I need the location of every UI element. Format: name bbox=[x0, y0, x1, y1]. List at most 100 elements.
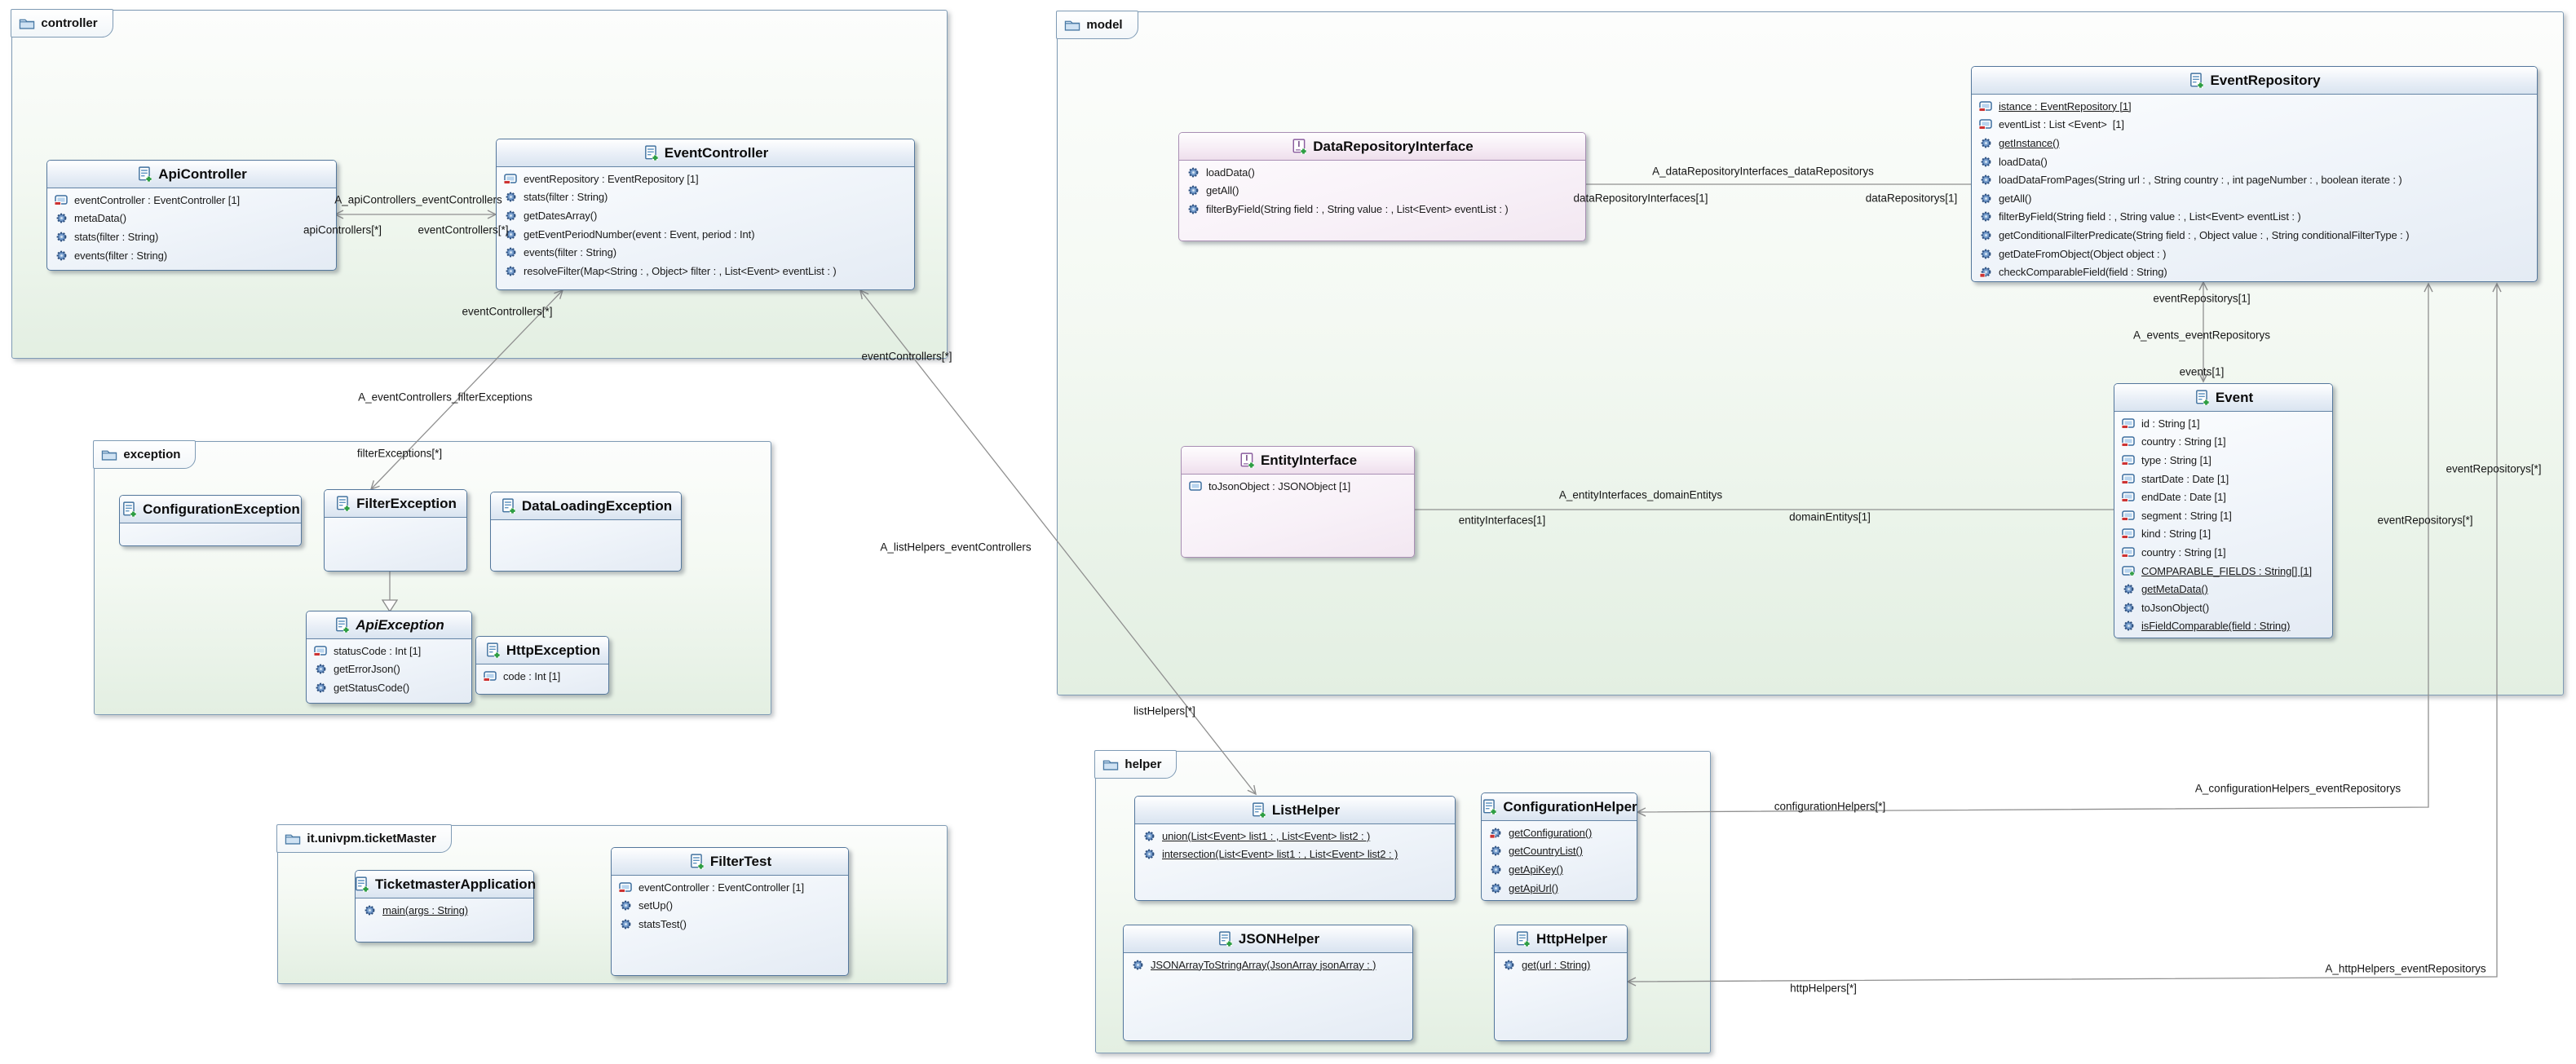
class-http-exception[interactable]: HttpException code : Int [1] bbox=[475, 636, 609, 695]
assoc-label[interactable]: A_dataRepositoryInterfaces_dataRepositor… bbox=[1652, 165, 1874, 178]
multiplicity-label[interactable]: listHelpers[*] bbox=[1133, 704, 1195, 717]
class-ticketmaster-application[interactable]: TicketmasterApplication main(args : Stri… bbox=[355, 870, 536, 943]
operation-row[interactable]: setUp() bbox=[613, 897, 846, 916]
class-event-repository[interactable]: EventRepository istance : EventRepositor… bbox=[1971, 66, 2538, 282]
operation-row[interactable]: loadData() bbox=[1181, 163, 1584, 182]
assoc-label[interactable]: A_eventControllers_filterExceptions bbox=[358, 391, 532, 404]
class-json-helper[interactable]: JSONHelper JSONArrayToStringArray(JsonAr… bbox=[1123, 925, 1413, 1041]
attribute-row[interactable]: id : String [1] bbox=[2116, 414, 2331, 433]
class-filter-exception[interactable]: FilterException bbox=[324, 489, 467, 572]
operation-row[interactable]: main(args : String) bbox=[357, 901, 532, 920]
operation-row[interactable]: getMetaData() bbox=[2116, 580, 2331, 598]
operation-row[interactable]: events(filter : String) bbox=[49, 246, 334, 265]
operation-row[interactable]: getCountryList() bbox=[1483, 842, 1635, 861]
operation-row[interactable]: get(url : String) bbox=[1496, 956, 1625, 974]
interface-entity-interface[interactable]: EntityInterface toJsonObject : JSONObjec… bbox=[1181, 446, 1415, 558]
attribute-row[interactable]: eventController : EventController [1] bbox=[49, 191, 334, 210]
multiplicity-label[interactable]: dataRepositorys[1] bbox=[1865, 192, 1958, 205]
package-tab-helper[interactable]: helper bbox=[1094, 750, 1178, 779]
operation-row[interactable]: getEventPeriodNumber(event : Event, peri… bbox=[498, 225, 912, 244]
operation-row[interactable]: checkComparableField(field : String) bbox=[1973, 263, 2535, 281]
attribute-row[interactable]: kind : String [1] bbox=[2116, 525, 2331, 544]
class-configuration-helper[interactable]: ConfigurationHelper getConfiguration() g… bbox=[1481, 792, 1637, 901]
assoc-label[interactable]: A_entityInterfaces_domainEntitys bbox=[1558, 488, 1723, 501]
public-operation-icon bbox=[2122, 583, 2136, 595]
operation-row[interactable]: getDateFromObject(Object object : ) bbox=[1973, 245, 2535, 263]
attribute-row[interactable]: endDate : Date [1] bbox=[2116, 488, 2331, 506]
attribute-row[interactable]: eventRepository : EventRepository [1] bbox=[498, 170, 912, 188]
attribute-row[interactable]: type : String [1] bbox=[2116, 451, 2331, 470]
multiplicity-label[interactable]: events[1] bbox=[2179, 365, 2225, 378]
package-tab-model[interactable]: model bbox=[1056, 11, 1138, 40]
attribute-row[interactable]: segment : String [1] bbox=[2116, 506, 2331, 525]
multiplicity-label[interactable]: domainEntitys[1] bbox=[1789, 510, 1871, 523]
operation-row[interactable]: getStatusCode() bbox=[308, 678, 470, 697]
operation-row[interactable]: events(filter : String) bbox=[498, 243, 912, 262]
class-http-helper[interactable]: HttpHelper get(url : String) bbox=[1494, 925, 1628, 1041]
operation-row[interactable]: union(List<Event> list1 : , List<Event> … bbox=[1137, 827, 1453, 845]
attribute-row[interactable]: istance : EventRepository [1] bbox=[1973, 97, 2535, 116]
operation-row[interactable]: metaData() bbox=[49, 210, 334, 228]
attribute-row[interactable]: country : String [1] bbox=[2116, 433, 2331, 452]
multiplicity-label[interactable]: apiControllers[*] bbox=[303, 223, 382, 236]
multiplicity-label[interactable]: eventRepositorys[*] bbox=[2377, 514, 2473, 527]
operation-row[interactable]: stats(filter : String) bbox=[498, 188, 912, 207]
public-operation-icon bbox=[1979, 192, 1993, 205]
operation-row[interactable]: resolveFilter(Map<String : , Object> fil… bbox=[498, 262, 912, 280]
operation-row[interactable]: getConfiguration() bbox=[1483, 823, 1635, 842]
multiplicity-label[interactable]: configurationHelpers[*] bbox=[1774, 800, 1886, 813]
operation-row[interactable]: filterByField(String field : , String va… bbox=[1181, 200, 1584, 219]
attribute-row[interactable]: eventController : EventController [1] bbox=[613, 878, 846, 897]
operation-row[interactable]: isFieldComparable(field : String) bbox=[2116, 617, 2331, 636]
operation-row[interactable]: getApiUrl() bbox=[1483, 879, 1635, 898]
multiplicity-label[interactable]: dataRepositoryInterfaces[1] bbox=[1573, 192, 1708, 205]
attribute-row[interactable]: statusCode : Int [1] bbox=[308, 642, 470, 660]
assoc-label[interactable]: A_httpHelpers_eventRepositorys bbox=[2325, 962, 2486, 975]
multiplicity-label[interactable]: eventRepositorys[*] bbox=[2446, 462, 2542, 475]
operation-row[interactable]: statsTest() bbox=[613, 915, 846, 934]
class-list-helper[interactable]: ListHelper union(List<Event> list1 : , L… bbox=[1134, 796, 1456, 901]
operation-row[interactable]: getApiKey() bbox=[1483, 860, 1635, 879]
interface-data-repository-interface[interactable]: DataRepositoryInterface loadData() getAl… bbox=[1178, 132, 1586, 241]
multiplicity-label[interactable]: httpHelpers[*] bbox=[1790, 982, 1857, 995]
class-event[interactable]: Event id : String [1] country : String [… bbox=[2114, 383, 2333, 638]
attribute-row[interactable]: COMPARABLE_FIELDS : String[] [1] bbox=[2116, 562, 2331, 581]
package-tab-exception[interactable]: exception bbox=[93, 440, 197, 470]
package-tab-ticketmaster[interactable]: it.univpm.ticketMaster bbox=[276, 824, 452, 854]
multiplicity-label[interactable]: eventControllers[*] bbox=[861, 350, 952, 363]
operation-row[interactable]: getAll() bbox=[1181, 182, 1584, 201]
assoc-label[interactable]: A_apiControllers_eventControllers bbox=[334, 193, 502, 206]
class-api-controller[interactable]: ApiController eventController : EventCon… bbox=[46, 160, 337, 271]
operation-row[interactable]: intersection(List<Event> list1 : , List<… bbox=[1137, 845, 1453, 864]
multiplicity-label[interactable]: eventControllers[*] bbox=[418, 223, 509, 236]
attribute-row[interactable]: startDate : Date [1] bbox=[2116, 470, 2331, 488]
operation-row[interactable]: getErrorJson() bbox=[308, 660, 470, 679]
multiplicity-label[interactable]: eventControllers[*] bbox=[462, 305, 553, 318]
class-filter-test[interactable]: FilterTest eventController : EventContro… bbox=[611, 847, 849, 976]
operation-row[interactable]: loadDataFromPages(String url : , String … bbox=[1973, 170, 2535, 189]
assoc-label[interactable]: A_events_eventRepositorys bbox=[2132, 329, 2271, 342]
package-tab-controller[interactable]: controller bbox=[11, 9, 113, 38]
class-configuration-exception[interactable]: ConfigurationException bbox=[119, 495, 302, 546]
attribute-row[interactable]: toJsonObject : JSONObject [1] bbox=[1183, 477, 1412, 496]
class-event-controller[interactable]: EventController eventRepository : EventR… bbox=[496, 139, 915, 290]
operation-row[interactable]: filterByField(String field : , String va… bbox=[1973, 208, 2535, 227]
multiplicity-label[interactable]: eventRepositorys[1] bbox=[2153, 292, 2251, 305]
class-api-exception[interactable]: ApiException statusCode : Int [1] getErr… bbox=[306, 611, 472, 704]
attribute-row[interactable]: eventList : List <Event> [1] bbox=[1973, 116, 2535, 135]
operation-row[interactable]: loadData() bbox=[1973, 152, 2535, 171]
attribute-row[interactable]: country : String [1] bbox=[2116, 543, 2331, 562]
attribute-row[interactable]: code : Int [1] bbox=[478, 667, 607, 686]
operation-row[interactable]: getConditionalFilterPredicate(String fie… bbox=[1973, 226, 2535, 245]
operation-row[interactable]: getAll() bbox=[1973, 189, 2535, 208]
assoc-label[interactable]: A_configurationHelpers_eventRepositorys bbox=[2194, 782, 2401, 795]
multiplicity-label[interactable]: entityInterfaces[1] bbox=[1458, 514, 1546, 527]
operation-row[interactable]: toJsonObject() bbox=[2116, 598, 2331, 617]
operation-row[interactable]: getInstance() bbox=[1973, 134, 2535, 152]
operation-row[interactable]: stats(filter : String) bbox=[49, 227, 334, 246]
class-data-loading-exception[interactable]: DataLoadingException bbox=[490, 492, 682, 572]
operation-row[interactable]: getDatesArray() bbox=[498, 206, 912, 225]
assoc-label[interactable]: A_listHelpers_eventControllers bbox=[880, 541, 1032, 554]
multiplicity-label[interactable]: filterExceptions[*] bbox=[356, 447, 443, 460]
operation-row[interactable]: JSONArrayToStringArray(JsonArray jsonArr… bbox=[1125, 956, 1411, 974]
